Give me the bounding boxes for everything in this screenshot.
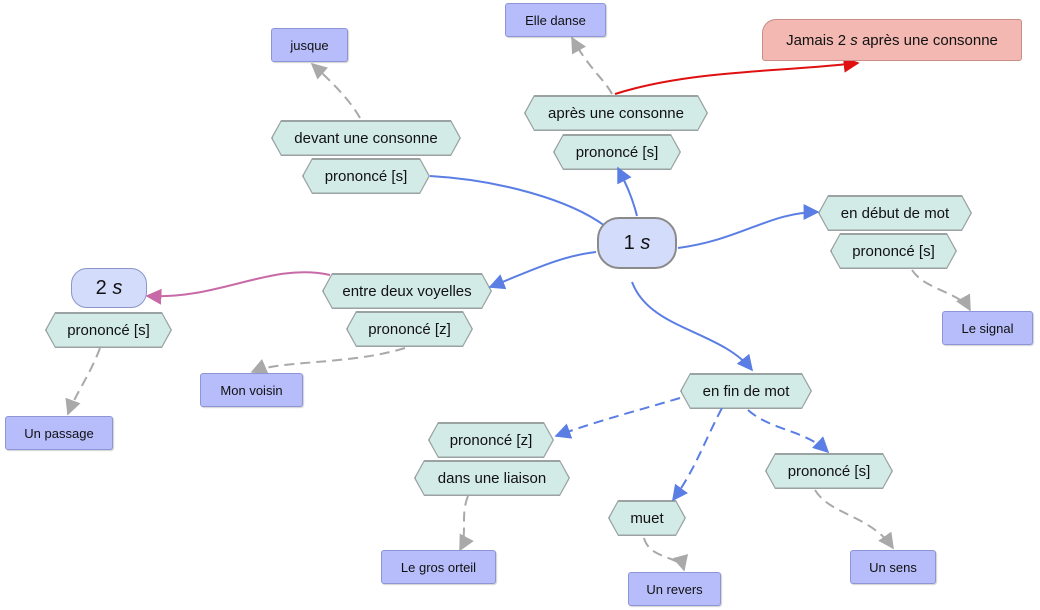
edge-to-gros-orteil (459, 495, 474, 552)
edge-to-two-s (145, 271, 331, 305)
two-s-node[interactable]: 2 s (71, 268, 147, 308)
pron-word-start[interactable]: prononcé [s] (830, 233, 957, 269)
rule-box[interactable]: Jamais 2 s après une consonne (762, 19, 1022, 61)
pron-after-consonant[interactable]: prononcé [s] (553, 134, 681, 170)
context-word-end[interactable]: en fin de mot (680, 373, 812, 409)
pron-liaison[interactable]: prononcé [z] (428, 422, 554, 458)
context-mute[interactable]: muet (608, 500, 686, 536)
edge-center-to-word-end (631, 281, 754, 372)
edge-to-un-passage (65, 347, 101, 416)
edge-to-sounded (747, 409, 830, 454)
center-node-1s[interactable]: 1 s (597, 217, 677, 269)
two-s-number: 2 (95, 276, 107, 299)
edge-to-liaison (554, 397, 681, 439)
pron-before-consonant[interactable]: prononcé [s] (302, 158, 430, 194)
example-mon-voisin[interactable]: Mon voisin (200, 373, 303, 407)
edge-center-to-after-consonant (617, 166, 638, 217)
example-jusque[interactable]: jusque (271, 28, 348, 62)
edge-center-to-before-consonant (429, 175, 606, 227)
example-elle-danse[interactable]: Elle danse (505, 3, 606, 37)
center-letter: s (640, 231, 651, 254)
edge-to-le-signal (911, 269, 971, 312)
example-un-sens[interactable]: Un sens (850, 550, 936, 584)
edge-to-un-revers (643, 537, 688, 572)
example-un-passage[interactable]: Un passage (5, 416, 113, 450)
rule-before: Jamais 2 (786, 31, 851, 49)
edge-to-mon-voisin (250, 347, 406, 374)
two-s-letter: s (112, 276, 123, 299)
rule-after: après une consonne (857, 31, 998, 49)
pron-sounded[interactable]: prononcé [s] (765, 453, 893, 489)
edge-to-rule (614, 56, 860, 95)
example-le-signal[interactable]: Le signal (942, 311, 1033, 345)
example-un-revers[interactable]: Un revers (628, 572, 721, 606)
edge-to-mute (672, 407, 723, 502)
context-word-start[interactable]: en début de mot (818, 195, 972, 231)
edge-to-jusque (310, 62, 361, 119)
context-between-vowels[interactable]: entre deux voyelles (322, 273, 492, 309)
edge-to-un-sens (814, 489, 894, 550)
context-after-consonant[interactable]: après une consonne (524, 95, 708, 131)
example-le-gros-orteil[interactable]: Le gros orteil (381, 550, 496, 584)
rule-letter: s (850, 31, 858, 49)
edge-center-to-between-vowels (488, 251, 597, 290)
edge-to-elle-danse (571, 36, 613, 95)
context-liaison[interactable]: dans une liaison (414, 460, 570, 496)
context-before-consonant[interactable]: devant une consonne (271, 120, 461, 156)
edge-center-to-word-start (677, 204, 820, 249)
center-number: 1 (623, 231, 635, 254)
two-s-pron[interactable]: prononcé [s] (45, 312, 172, 348)
pron-between-vowels[interactable]: prononcé [z] (346, 311, 473, 347)
